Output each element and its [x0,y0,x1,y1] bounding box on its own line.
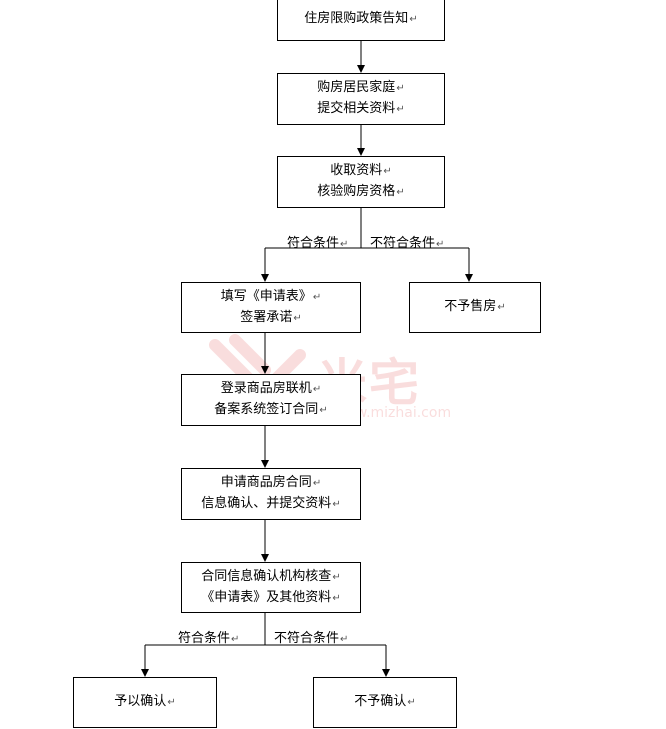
box-text-line: 收取资料↵ [330,161,391,182]
box-text-line: 核验购房资格↵ [317,182,404,203]
label-ineligible-2: 不符合条件↵ [274,631,349,646]
paragraph-mark-icon: ↵ [332,499,341,510]
box-text-line: 合同信息确认机构核查↵ [201,567,340,588]
box-text-line: 信息确认、并提交资料↵ [201,494,340,515]
paragraph-mark-icon: ↵ [319,405,328,416]
paragraph-mark-icon: ↵ [383,166,392,177]
box-submit-documents: 购房居民家庭↵提交相关资料↵ [277,73,445,125]
box-text-line: 填写《申请表》↵ [221,287,321,308]
box-text: 不予确认 [354,694,407,709]
box-text: 签署承诺 [240,309,293,325]
box-text: 核验购房资格 [317,184,396,199]
paragraph-mark-icon: ↵ [396,187,405,198]
paragraph-mark-icon: ↵ [312,478,322,489]
label-eligible-2: 符合条件↵ [178,631,240,646]
box-text-line: 予以确认↵ [114,692,175,713]
label-eligible-1: 符合条件↵ [287,236,349,251]
box-agency-review: 合同信息确认机构核查↵《申请表》及其他资料↵ [181,562,361,613]
box-housing-policy-notice: 住房限购政策告知↵ [277,0,445,41]
box-text: 合同信息确认机构核查 [201,568,332,584]
box-text-line: 《申请表》及其他资料↵ [201,588,340,609]
box-text-line: 提交相关资料↵ [317,99,404,120]
paragraph-mark-icon: ↵ [396,83,405,94]
paragraph-mark-icon: ↵ [293,312,302,324]
box-text: 备案系统签订合同 [214,402,319,417]
box-text: 信息确认、并提交资料 [201,496,332,511]
box-text: 登录商品房联机 [220,381,312,396]
box-text: 《申请表》及其他资料 [201,589,332,605]
box-text: 住房限购政策告知 [304,11,409,26]
paragraph-mark-icon: ↵ [407,697,416,708]
box-contract-confirmation: 申请商品房合同↵信息确认、并提交资料↵ [181,468,361,520]
box-no-sale: 不予售房↵ [409,282,541,333]
box-text-line: 不予售房↵ [444,297,505,318]
box-text-line: 签署承诺↵ [240,308,301,329]
box-not-confirmed: 不予确认↵ [313,677,457,728]
box-text-line: 申请商品房合同↵ [221,473,321,494]
paragraph-mark-icon: ↵ [312,384,322,395]
box-text: 收取资料 [330,163,383,178]
paragraph-mark-icon: ↵ [497,302,506,313]
box-text: 填写《申请表》 [220,288,312,304]
box-confirmed: 予以确认↵ [73,677,217,728]
box-text: 提交相关资料 [317,101,396,116]
paragraph-mark-icon: ↵ [167,697,176,708]
box-text-line: 备案系统签订合同↵ [214,400,327,421]
paragraph-mark-icon: ↵ [332,592,341,604]
box-text: 申请商品房合同 [220,475,312,490]
box-sign-contract: 登录商品房联机↵备案系统签订合同↵ [181,374,361,426]
box-text: 购房居民家庭 [317,80,396,95]
box-text: 予以确认 [114,694,167,709]
paragraph-mark-icon: ↵ [409,14,418,25]
paragraph-mark-icon: ↵ [332,571,341,583]
box-text-line: 登录商品房联机↵ [221,379,321,400]
box-fill-application: 填写《申请表》↵签署承诺↵ [181,282,361,333]
box-text-line: 不予确认↵ [354,692,415,713]
box-text: 不予售房 [444,299,497,314]
box-text-line: 购房居民家庭↵ [317,78,404,99]
box-text-line: 住房限购政策告知↵ [304,9,417,30]
paragraph-mark-icon: ↵ [312,291,322,303]
label-ineligible-1: 不符合条件↵ [370,236,445,251]
box-verify-eligibility: 收取资料↵核验购房资格↵ [277,156,445,208]
paragraph-mark-icon: ↵ [396,104,405,115]
